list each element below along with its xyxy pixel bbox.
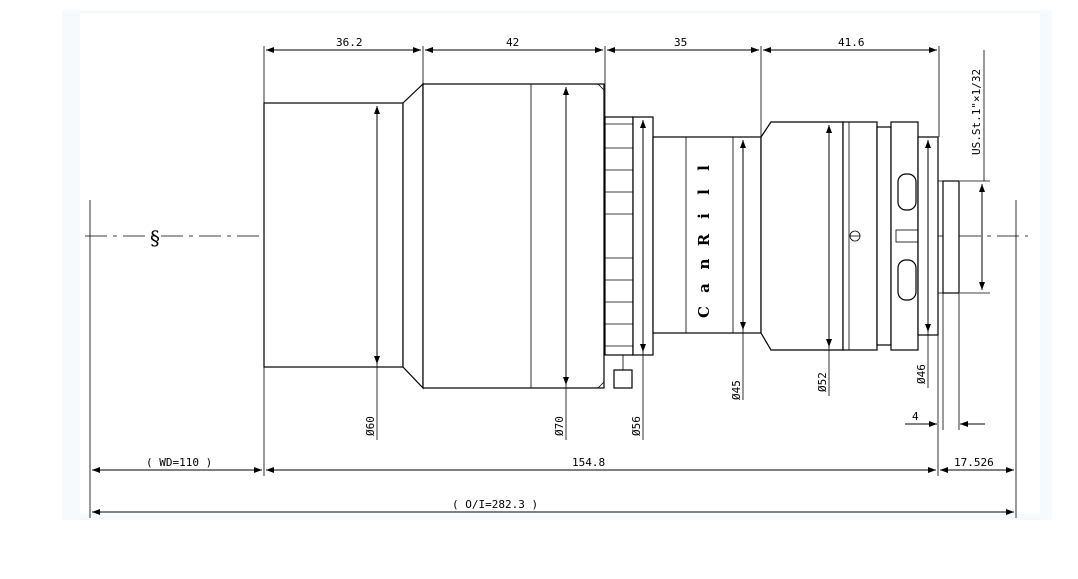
dim-total-length: 154.8	[572, 456, 605, 469]
dia-56: Ø56	[630, 416, 643, 436]
diameter-dimensions: Ø60 Ø70 Ø56 Ø45 Ø52 Ø46	[364, 87, 931, 440]
dia-45: Ø45	[730, 380, 743, 400]
top-dimensions: 36.2 42 35 41.6	[263, 36, 940, 137]
bottom-dimensions: ( WD=110 ) 154.8 17.526 ( O/I=282.3 )	[89, 200, 1017, 518]
dia-46: Ø46	[915, 364, 928, 384]
dim-top-1: 36.2	[336, 36, 363, 49]
focus-ring	[604, 116, 634, 356]
brand-letter: a	[695, 283, 713, 293]
lock-screw	[613, 369, 633, 389]
c-mount-thread	[942, 180, 960, 294]
dim-top-2: 42	[506, 36, 519, 49]
dia-52: Ø52	[816, 372, 829, 392]
main-barrel	[422, 83, 605, 389]
brand-letter: C	[695, 306, 713, 318]
brand-letter: i	[695, 213, 713, 219]
break-symbol: §	[150, 226, 160, 250]
focus-ring-knurl	[605, 123, 633, 347]
front-taper	[402, 82, 424, 390]
dim-wd: ( WD=110 )	[146, 456, 212, 469]
dim-flange: 4	[912, 410, 919, 423]
front-hood	[263, 102, 404, 368]
brand-letter: R	[695, 233, 713, 246]
iris-ring	[890, 121, 919, 351]
flange-dimension: 4	[905, 293, 985, 430]
rear-shoulder	[760, 121, 844, 351]
iris-slot-bottom	[897, 259, 917, 301]
brand-letter: l	[695, 165, 713, 171]
dim-top-4: 41.6	[838, 36, 865, 49]
mount-label: US.St.1"×1/32	[970, 69, 983, 155]
dia-70: Ø70	[553, 416, 566, 436]
dim-top-3: 35	[674, 36, 687, 49]
iris-slot-top	[897, 173, 917, 211]
dia-60: Ø60	[364, 416, 377, 436]
brand-letter: l	[695, 189, 713, 195]
dim-back-focus: 17.526	[954, 456, 994, 469]
lens-body	[263, 82, 960, 390]
brand-lettering: Ca n Ri l l	[695, 165, 713, 318]
rear-collar	[876, 126, 892, 346]
brand-letter: n	[695, 258, 713, 269]
dim-oi: ( O/I=282.3 )	[452, 498, 538, 511]
